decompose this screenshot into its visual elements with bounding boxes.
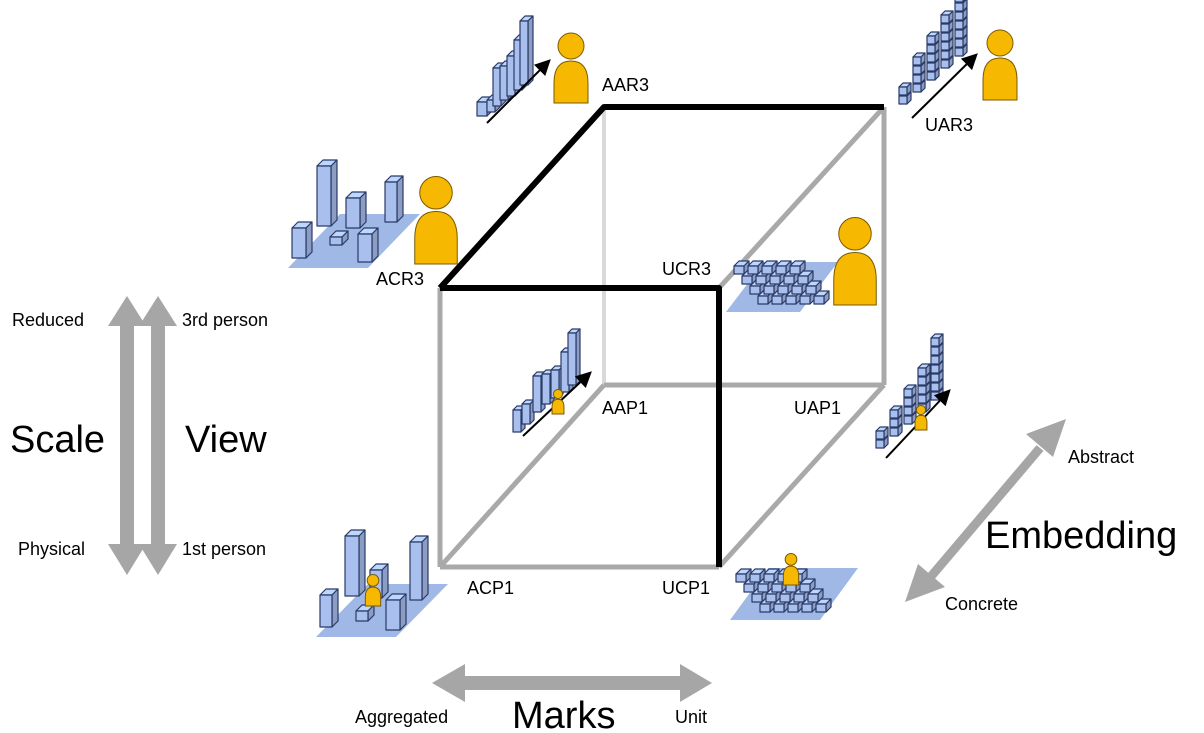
unit-mark xyxy=(789,260,806,275)
unit-mark xyxy=(926,31,940,45)
bar-mark xyxy=(357,227,379,263)
vertex-label-uap1: UAP1 xyxy=(794,398,841,418)
embedding-axis-arrow xyxy=(905,419,1066,602)
unit-concrete-first-person-icon xyxy=(730,553,858,620)
unit-concrete-chart-icon xyxy=(726,217,877,312)
person-icon xyxy=(551,389,565,415)
unit-mark xyxy=(930,333,944,347)
floor-plane xyxy=(288,214,420,268)
cube-edge-highlight xyxy=(437,104,884,291)
unit-mark xyxy=(903,384,917,398)
bar-mark xyxy=(345,191,367,229)
scale-top-label: Reduced xyxy=(12,310,84,330)
cube-edge xyxy=(717,105,886,290)
unit-abstract-first-person-icon xyxy=(875,333,951,459)
bar-mark xyxy=(329,230,349,246)
embedding-bottom-label: Concrete xyxy=(945,594,1018,614)
vertex-label-uar3: UAR3 xyxy=(925,115,973,135)
view-top-label: 3rd person xyxy=(182,310,268,330)
unit-mark xyxy=(763,568,780,583)
unit-mark xyxy=(917,363,931,377)
unit-mark xyxy=(761,260,778,275)
bar-mark xyxy=(291,221,313,259)
bar-mark xyxy=(519,15,534,86)
unit-mark xyxy=(875,426,889,440)
person-icon xyxy=(553,32,589,104)
unit-mark xyxy=(735,568,752,583)
aggregated-concrete-first-person-icon xyxy=(316,529,448,637)
person-icon xyxy=(833,217,877,306)
marks-axis-title: Marks xyxy=(512,695,615,733)
vertex-label-ucr3: UCR3 xyxy=(662,259,711,279)
embedding-top-label: Abstract xyxy=(1068,447,1134,467)
bar-mark xyxy=(521,399,535,425)
person-icon xyxy=(364,574,382,607)
vertex-label-acr3: ACR3 xyxy=(376,269,424,289)
person-icon xyxy=(914,405,928,431)
scale-bottom-label: Physical xyxy=(18,539,85,559)
bar-mark xyxy=(316,159,338,227)
scale-axis-title: Scale xyxy=(10,419,105,461)
embedding-axis-title: Embedding xyxy=(985,515,1177,557)
view-bottom-label: 1st person xyxy=(182,539,266,559)
vertex-label-acp1: ACP1 xyxy=(467,578,514,598)
cube xyxy=(437,104,887,570)
bar-mark xyxy=(344,529,366,597)
unit-mark xyxy=(940,10,954,24)
view-axis-title: View xyxy=(185,419,267,461)
unit-mark xyxy=(747,260,764,275)
marks-right-label: Unit xyxy=(675,707,707,727)
cube-edge-highlight xyxy=(440,285,722,567)
unit-mark xyxy=(733,260,750,275)
vertex-label-ucp1: UCP1 xyxy=(662,578,710,598)
aggregated-abstract-chart-icon xyxy=(476,15,589,124)
marks-axis-arrow xyxy=(432,664,712,702)
aggregated-concrete-chart-icon xyxy=(288,159,458,268)
vertex-label-aap1: AAP1 xyxy=(602,398,648,418)
marks-left-label: Aggregated xyxy=(355,707,448,727)
unit-mark xyxy=(749,568,766,583)
unit-mark xyxy=(889,405,903,419)
unit-mark xyxy=(912,52,926,66)
unit-mark xyxy=(775,260,792,275)
person-icon xyxy=(414,176,458,265)
scale-axis-arrow xyxy=(108,296,146,575)
bar-mark xyxy=(385,593,407,631)
bar-mark xyxy=(409,535,429,601)
trend-arrow xyxy=(911,53,978,119)
unit-mark xyxy=(954,0,966,3)
vertex-label-aar3: AAR3 xyxy=(602,75,649,95)
unit-abstract-chart-icon xyxy=(898,0,1018,119)
bar-mark xyxy=(567,328,581,386)
unit-mark xyxy=(898,82,912,96)
cube-edge xyxy=(717,383,886,569)
cube-edge xyxy=(438,383,606,569)
aggregated-abstract-first-person-icon xyxy=(512,328,592,437)
view-axis-arrow xyxy=(139,296,177,575)
person-icon xyxy=(782,553,800,586)
person-icon xyxy=(982,29,1018,101)
unit-mark xyxy=(917,381,931,395)
trend-arrow xyxy=(486,59,551,124)
bar-mark xyxy=(319,588,339,628)
bar-mark xyxy=(384,175,404,223)
